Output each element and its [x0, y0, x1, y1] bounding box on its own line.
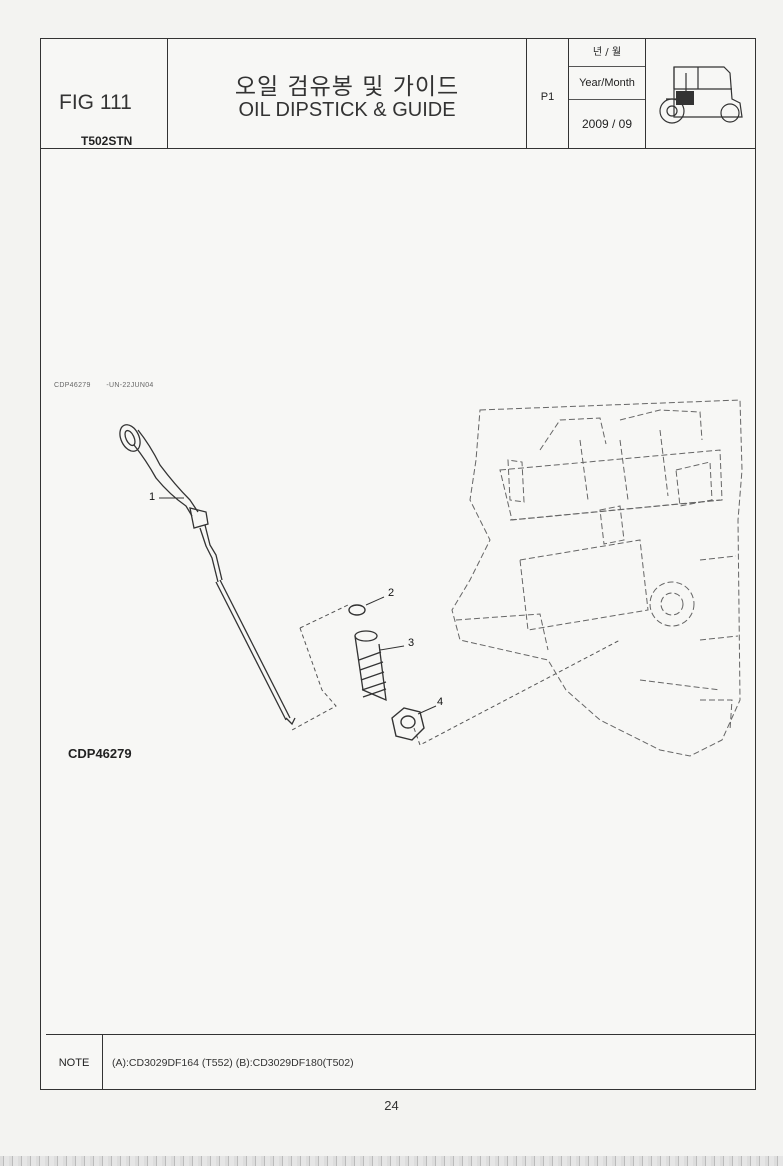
title-korean: 오일 검유봉 및 가이드 — [234, 74, 460, 100]
sealing-ring — [348, 596, 385, 616]
engine-block-outline — [451, 399, 743, 757]
date-label-english: Year/Month — [569, 67, 645, 100]
page-code: P1 — [540, 91, 555, 103]
tractor-cell — [646, 39, 757, 148]
dipstick-guide-tube — [354, 630, 405, 702]
date-value: 2009 / 09 — [581, 117, 633, 131]
callout-1: 1 — [149, 491, 156, 503]
model-code: T502STN — [81, 134, 133, 148]
page-number: 24 — [384, 1098, 399, 1113]
date-label-korean: 년 / 월 — [569, 39, 645, 67]
note-label: NOTE — [46, 1035, 103, 1090]
figure-reference-small: CDP46279 -UN-22JUN04 — [54, 382, 154, 389]
assembly-guide-lines — [291, 604, 621, 746]
figure-number: FIG 111 — [59, 91, 132, 114]
scan-edge-strip — [0, 1156, 783, 1166]
page-code-cell: P1 — [527, 39, 569, 148]
oil-dipstick — [119, 424, 296, 726]
callout-2: 2 — [388, 587, 395, 599]
figure-cell: FIG 111 T502STN — [41, 39, 168, 148]
page-header: FIG 111 T502STN 오일 검유봉 및 가이드 OIL DIPSTIC… — [41, 39, 755, 149]
note-text: (A):CD3029DF164 (T552) (B):CD3029DF180(T… — [112, 1057, 354, 1069]
title-english: OIL DIPSTICK & GUIDE — [238, 99, 456, 121]
tractor-icon — [659, 66, 743, 124]
parts-page-frame: FIG 111 T502STN 오일 검유봉 및 가이드 OIL DIPSTIC… — [40, 38, 756, 1090]
figure-reference-code: CDP46279 — [68, 746, 132, 761]
note-row: NOTE (A):CD3029DF164 (T552) (B):CD3029DF… — [46, 1034, 756, 1090]
guide-nut — [391, 705, 437, 741]
callout-4: 4 — [437, 696, 444, 708]
date-cell: 년 / 월 Year/Month 2009 / 09 — [569, 39, 646, 148]
title-cell: 오일 검유봉 및 가이드 OIL DIPSTICK & GUIDE — [168, 39, 527, 148]
callout-3: 3 — [408, 637, 415, 649]
